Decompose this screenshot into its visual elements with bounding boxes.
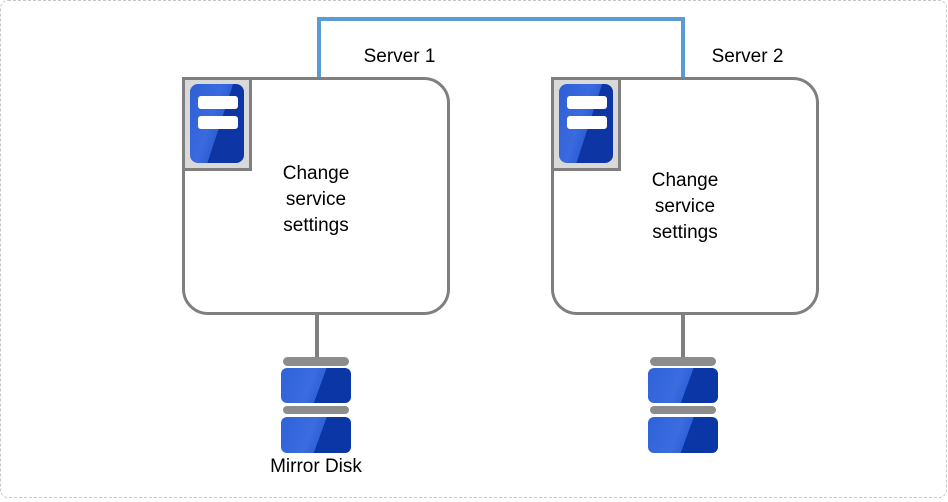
- disk-platter: [281, 417, 351, 453]
- server-icon-slot: [567, 96, 607, 109]
- disk-stack-icon: [648, 356, 718, 453]
- server-tower-icon: [559, 84, 613, 163]
- action-text-line: settings: [283, 215, 349, 236]
- action-text-line: settings: [652, 222, 718, 243]
- server2-label: Server 2: [711, 46, 784, 67]
- action-text-line: Change: [651, 170, 719, 191]
- server-icon-slot: [567, 116, 607, 129]
- action-text-line: service: [285, 189, 347, 210]
- action-text-line: Change: [282, 163, 350, 184]
- server1-icon-frame: [182, 77, 252, 171]
- disk-divider-bar: [283, 406, 349, 414]
- server1-label: Server 1: [363, 46, 436, 67]
- disk-platter: [648, 368, 718, 403]
- server2-action-text: Change service settings: [551, 168, 819, 246]
- server2-disk-connector-line: [681, 313, 685, 358]
- action-text-line: service: [654, 196, 716, 217]
- disk-cap-bar: [283, 357, 349, 366]
- server-tower-icon: [190, 84, 244, 163]
- mirror-disk-label: Mirror Disk: [270, 456, 362, 477]
- server1-action-text: Change service settings: [182, 161, 450, 239]
- server1-disk-connector-line: [315, 313, 319, 358]
- disk-platter: [281, 368, 351, 403]
- disk-platter: [648, 417, 718, 453]
- disk-stack-icon: [281, 356, 351, 453]
- server-icon-slot: [198, 96, 238, 109]
- disk-divider-bar: [650, 406, 716, 414]
- server2-icon-frame: [551, 77, 621, 171]
- disk-cap-bar: [650, 357, 716, 366]
- network-connection-line: [317, 17, 685, 80]
- server-icon-slot: [198, 116, 238, 129]
